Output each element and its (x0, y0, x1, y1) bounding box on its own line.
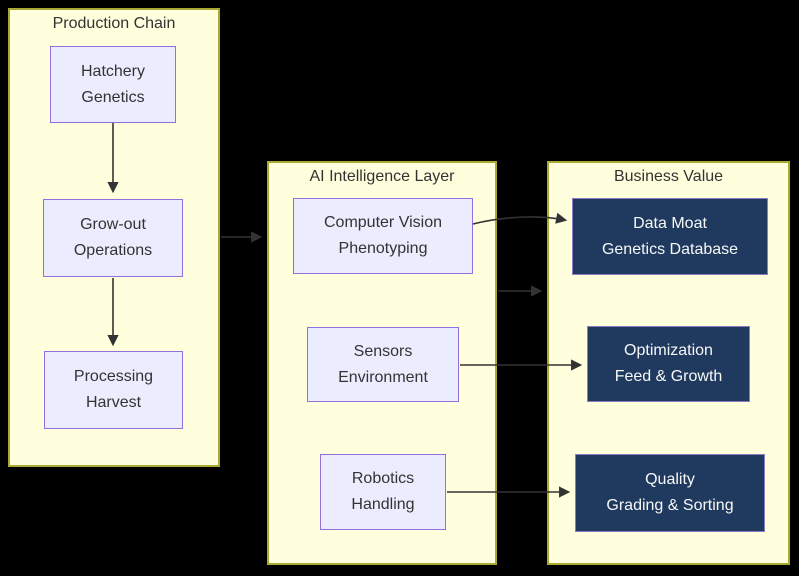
node-label-line: Operations (73, 242, 153, 259)
node-label-line: Robotics (351, 470, 415, 487)
node-label-line: Processing (73, 368, 154, 385)
node-label-line: Environment (338, 368, 428, 386)
node-label-line: Data Moat (633, 214, 707, 232)
node-label-line: Handling (351, 496, 415, 513)
node-label-line: Genetics (81, 88, 145, 106)
node-processing-harvest: Processing Harvest (44, 351, 183, 429)
node-sensors-environment: Sensors Environment (307, 327, 459, 402)
node-label-line: Grow-out (80, 216, 146, 233)
node-optimization-feed-growth: Optimization Feed & Growth (587, 326, 750, 402)
node-computer-vision-phenotyping: Computer Vision Phenotyping (293, 198, 473, 274)
node-growout-operations: Grow-out Operations (43, 199, 183, 277)
cluster-ai-intelligence-layer-title: AI Intelligence Layer (309, 168, 455, 185)
cluster-production-chain-title: Production Chain (52, 15, 176, 32)
node-label-line: Genetics Database (601, 240, 739, 258)
node-label-line: Feed & Growth (614, 368, 723, 385)
node-label-line: Hatchery (80, 62, 146, 80)
node-hatchery-genetics: Hatchery Genetics (50, 46, 176, 123)
node-label-line: Grading & Sorting (606, 497, 734, 514)
node-data-moat-genetics-database: Data Moat Genetics Database (572, 198, 768, 275)
node-quality-grading-sorting: Quality Grading & Sorting (575, 454, 765, 532)
cluster-business-value-title: Business Value (613, 168, 724, 185)
node-label-line: Phenotyping (338, 240, 428, 257)
node-robotics-handling: Robotics Handling (320, 454, 446, 530)
node-label-line: Sensors (353, 342, 413, 360)
node-label-line: Computer Vision (324, 214, 442, 231)
node-label-line: Quality (645, 471, 695, 488)
node-label-line: Harvest (85, 394, 142, 411)
node-label-line: Optimization (624, 342, 713, 359)
